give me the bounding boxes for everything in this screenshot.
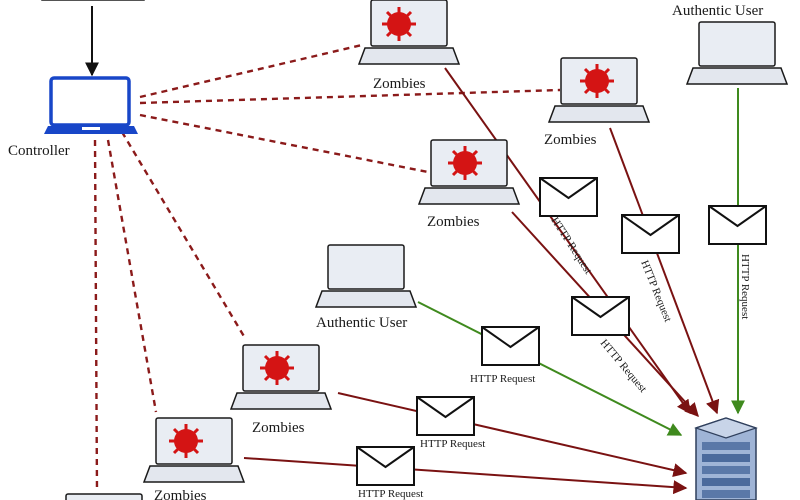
command-link-zombie-1 [139, 43, 363, 99]
command-link-zombie-4 [120, 131, 247, 339]
virus-icon [260, 351, 294, 385]
envelope-icon [708, 205, 767, 245]
controller-label: Controller [8, 143, 70, 159]
envelope-icon [621, 214, 680, 254]
command-link-zombie-6 [93, 139, 99, 493]
legit-line-authentic-user-mid [417, 301, 683, 436]
zombies-label-3: Zombies [427, 214, 480, 230]
envelope-icon [416, 396, 475, 436]
attack-line-zombie-1 [444, 67, 691, 415]
zombie-laptop-3 [417, 139, 521, 205]
legit-request-lines [417, 88, 745, 436]
server-icon [694, 417, 758, 500]
command-link-zombie-5 [106, 139, 158, 413]
envelope-icon [571, 296, 630, 336]
zombie-laptop-2 [547, 57, 651, 123]
laptop-icon [44, 76, 138, 134]
authentic-user-label-mid: Authentic User [316, 315, 407, 331]
laptop-icon [698, 21, 776, 67]
zombie-laptop-4 [229, 344, 333, 410]
attack-line-zombie-5 [243, 457, 688, 495]
http-request-label-5: HTTP Request [470, 373, 535, 385]
command-links [93, 43, 561, 493]
command-link-zombie-2 [139, 88, 561, 105]
zombie-laptop-5 [142, 417, 246, 483]
virus-icon [382, 7, 416, 41]
zombies-label-1: Zombies [373, 76, 426, 92]
authentic-user-label-top: Authentic User [672, 3, 763, 19]
zombie-laptop-1 [357, 0, 461, 65]
envelope-icon [539, 177, 598, 217]
attack-request-lines [243, 67, 720, 495]
http-request-label-3: HTTP Request [739, 254, 751, 319]
envelope-icon [356, 446, 415, 486]
laptop-icon [65, 493, 143, 500]
authentic-user-laptop-mid [314, 244, 418, 308]
virus-icon [169, 424, 203, 458]
http-request-label-2: HTTP Request [638, 259, 674, 324]
zombies-label-2: Zombies [544, 132, 597, 148]
http-request-label-7: HTTP Request [358, 488, 423, 500]
virus-icon [448, 146, 482, 180]
attack-line-zombie-4 [337, 392, 688, 477]
virus-icon [580, 64, 614, 98]
laptop-icon [327, 244, 405, 290]
controller-laptop [44, 76, 138, 134]
zombies-label-4: Zombies [252, 420, 305, 436]
zombies-label-5: Zombies [154, 488, 207, 500]
authentic-user-laptop-top [685, 21, 789, 85]
http-request-label-6: HTTP Request [420, 438, 485, 450]
attack-line-zombie-2 [609, 127, 720, 415]
envelope-icon [481, 326, 540, 366]
http-request-label-1: HTTP Request [548, 215, 594, 276]
command-link-zombie-3 [139, 113, 429, 174]
